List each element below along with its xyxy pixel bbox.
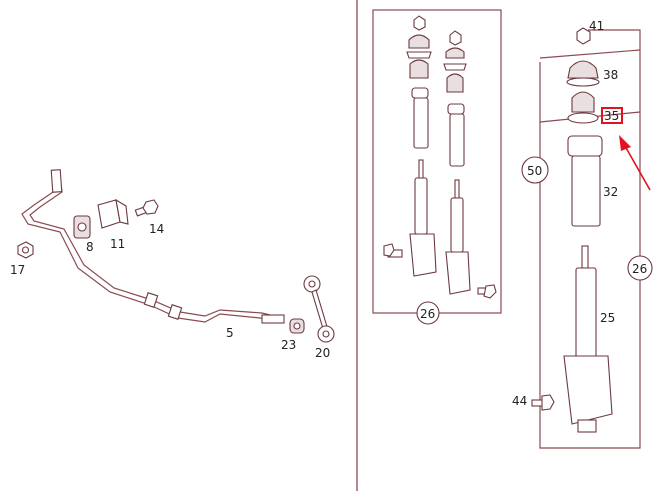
label-41: 41: [589, 19, 604, 33]
strut-variant-a: [383, 15, 437, 277]
label-44: 44: [512, 394, 527, 408]
part-8-mount: [73, 215, 91, 239]
label-26-box: 26: [420, 307, 435, 321]
label-23: 23: [281, 338, 296, 352]
label-11: 11: [110, 237, 125, 251]
label-50: 50: [527, 164, 542, 178]
highlight-box-35: [601, 107, 623, 124]
label-35: 35: [604, 109, 619, 123]
strut-variant-b: [443, 30, 497, 299]
label-25: 25: [600, 311, 615, 325]
strut-exploded-view: 50 26: [521, 27, 653, 449]
label-5: 5: [226, 326, 234, 340]
label-26-side: 26: [632, 262, 647, 276]
part-17-nut: [17, 241, 34, 259]
part-14-bolt: [134, 199, 159, 217]
part-20-link: [303, 275, 335, 343]
label-17: 17: [10, 263, 25, 277]
arrow-icon: [619, 135, 651, 191]
part-23-bushing: [289, 318, 305, 334]
label-8: 8: [86, 240, 94, 254]
label-32: 32: [603, 185, 618, 199]
label-14: 14: [149, 222, 164, 236]
part-11-bracket: [97, 198, 129, 229]
label-20: 20: [315, 346, 330, 360]
label-38: 38: [603, 68, 618, 82]
stabilizer-bar-assembly: [21, 169, 285, 324]
strut-variants-box: 26: [372, 9, 502, 325]
